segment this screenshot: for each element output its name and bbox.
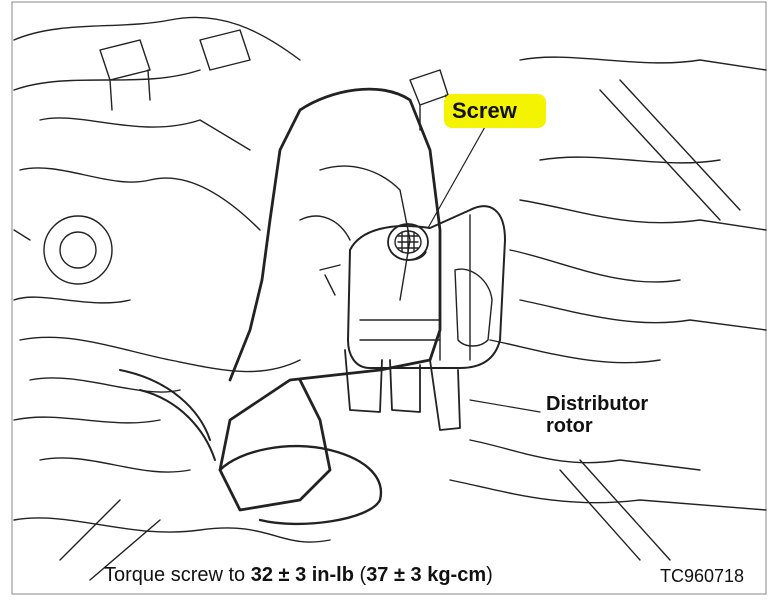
caption-prefix: Torque screw to <box>104 564 251 586</box>
screw-label-highlight <box>444 94 546 128</box>
caption-suffix: ) <box>486 564 493 586</box>
engine-hose-top <box>13 16 301 61</box>
bolt-top-center <box>409 69 449 106</box>
distributor-rotor-label-line1: Distributor <box>546 393 649 415</box>
caption-torque-in-lb: 32 ± 3 in-lb <box>250 564 354 586</box>
distributor-body-outline <box>218 87 442 512</box>
screw-leader-line <box>427 117 491 229</box>
rotor-leader-line <box>469 399 541 413</box>
bolt-top-left <box>99 39 151 81</box>
distributor-rotor-body <box>347 205 506 369</box>
figure-border <box>11 1 767 595</box>
distributor-housing-base <box>218 444 383 526</box>
bolt-head-left <box>43 215 113 285</box>
screw-head <box>387 223 429 261</box>
caption-middle: ( <box>353 564 367 586</box>
caption-torque-kg-cm: 37 ± 3 kg-cm <box>366 564 487 586</box>
distributor-rotor-label-line2: rotor <box>546 415 593 437</box>
screw-label: Screw <box>452 98 517 123</box>
torque-caption: Torque screw to 32 ± 3 in-lb (37 ± 3 kg-… <box>104 564 493 587</box>
figure-code: TC960718 <box>660 566 745 586</box>
distributor-rotor-label: Distributor rotor <box>546 393 648 437</box>
